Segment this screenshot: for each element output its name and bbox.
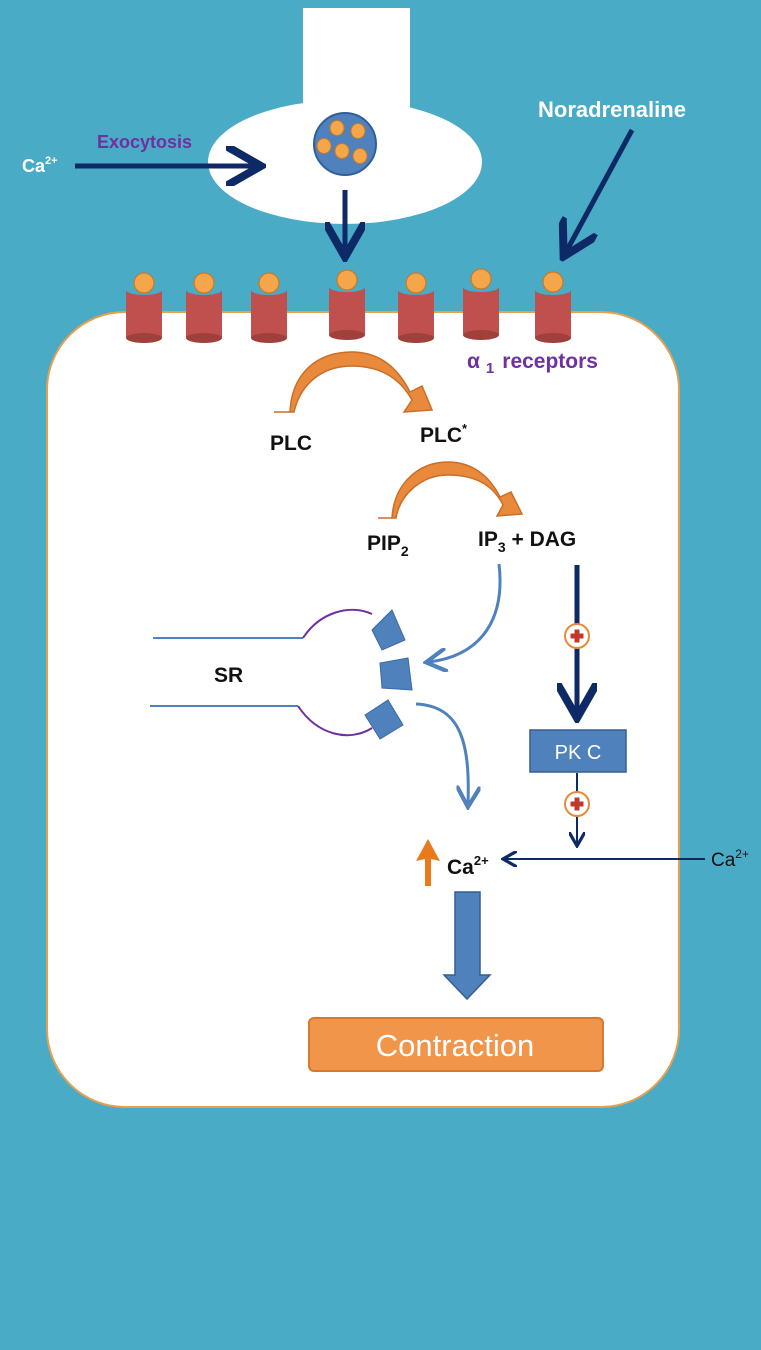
plc-active-label: PLC* [420, 421, 468, 447]
vesicle [313, 112, 377, 176]
noradrenaline-arrow [566, 128, 635, 252]
alpha1-receptor [329, 269, 365, 340]
extracellular-calcium-label: Ca2+ [711, 847, 749, 871]
up-arrow-icon [416, 839, 440, 886]
ip3-to-sr-arrow [429, 563, 502, 662]
plc-activation-arrow [274, 351, 434, 413]
alpha1-receptor [186, 272, 222, 343]
sarcoplasmic-reticulum [150, 608, 413, 740]
ip3-receptor-channel [364, 699, 404, 740]
ca-extracellular-top-label: Ca2+ [22, 155, 58, 176]
exocytosis-label: Exocytosis [97, 132, 192, 152]
plus-circle-icon [564, 791, 590, 817]
ip3-receptor-channel [379, 657, 413, 691]
to-contraction-arrow [442, 891, 492, 1001]
alpha1-receptor [126, 272, 162, 343]
pkc-label: PK C [555, 742, 602, 764]
sr-label: SR [214, 664, 243, 687]
sr-calcium-release-arrow [415, 702, 468, 804]
smooth-muscle-cell [46, 311, 680, 1108]
cytosolic-calcium-label: Ca2+ [447, 853, 489, 879]
ip3-dag-label: IP3 + DAG [478, 528, 576, 555]
ip3-receptor-channel [371, 609, 406, 651]
pkc-box [529, 729, 627, 773]
pip2-label: PIP2 [367, 532, 409, 559]
alpha1-receptor [463, 268, 499, 340]
contraction-label: Contraction [376, 1028, 535, 1063]
alpha1-receptor [398, 272, 434, 343]
receptor-row [126, 268, 571, 343]
noradrenaline-label: Noradrenaline [538, 97, 686, 122]
contraction-box [308, 1017, 604, 1072]
pip2-conversion-arrow [378, 461, 524, 519]
alpha1-receptor [251, 272, 287, 343]
plc-label: PLC [270, 432, 312, 455]
alpha1-receptor [535, 271, 571, 343]
plus-circle-icon [564, 623, 590, 649]
